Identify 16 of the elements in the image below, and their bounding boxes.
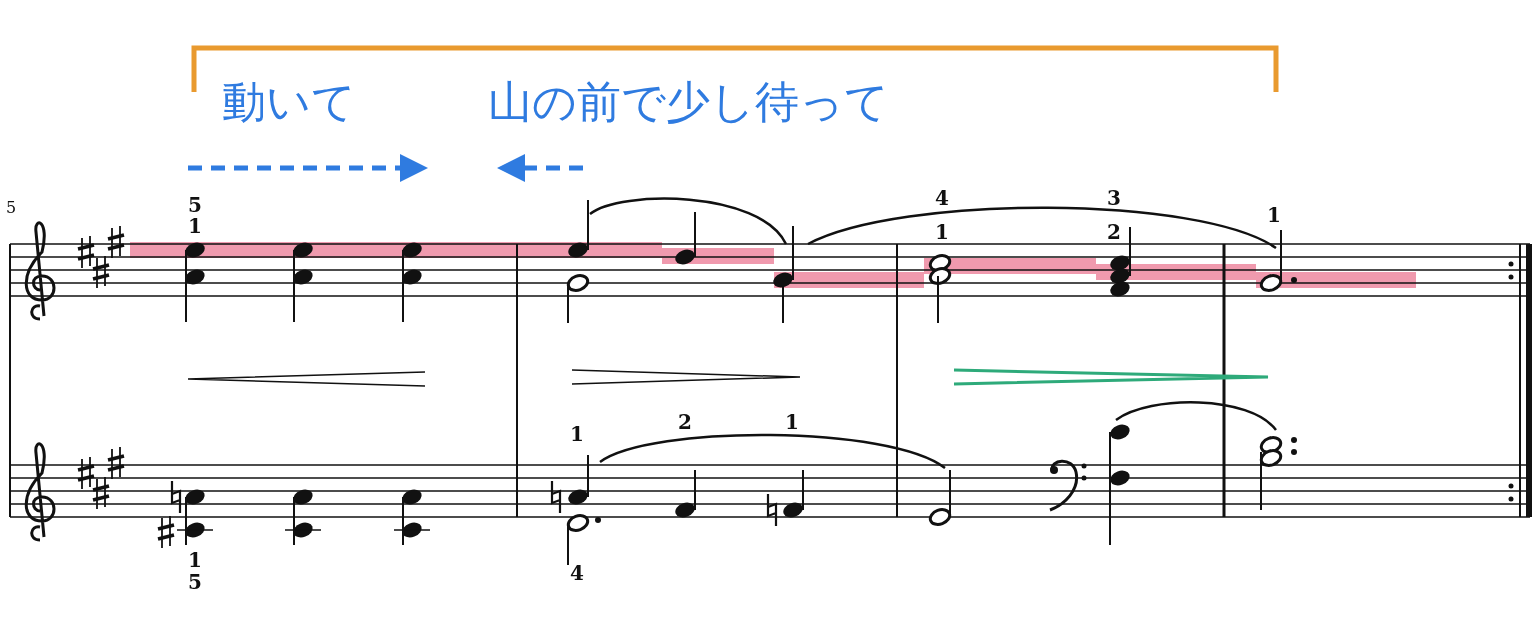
fingering-number: 2 (678, 412, 692, 432)
fingering-number: 1 (785, 412, 799, 432)
annotation-text: 山の前で少し待って (488, 80, 889, 124)
fingering-number: 1 (1267, 205, 1281, 225)
fingering-number: 4 (570, 563, 584, 583)
measure-number: 5 (6, 200, 17, 216)
fingering-number: 1 (188, 550, 202, 570)
fingering-number: 1 (570, 424, 584, 444)
annotation-text: 動いて (222, 80, 356, 124)
fingering-number: 1 (935, 222, 949, 242)
fingering-number: 5 (188, 572, 202, 592)
fingering-number: 1 (188, 216, 202, 236)
fingering-number: 2 (1107, 222, 1121, 242)
fingering-number: 3 (1107, 188, 1121, 208)
fingering-number: 5 (188, 195, 202, 215)
fingering-number: 4 (935, 188, 949, 208)
